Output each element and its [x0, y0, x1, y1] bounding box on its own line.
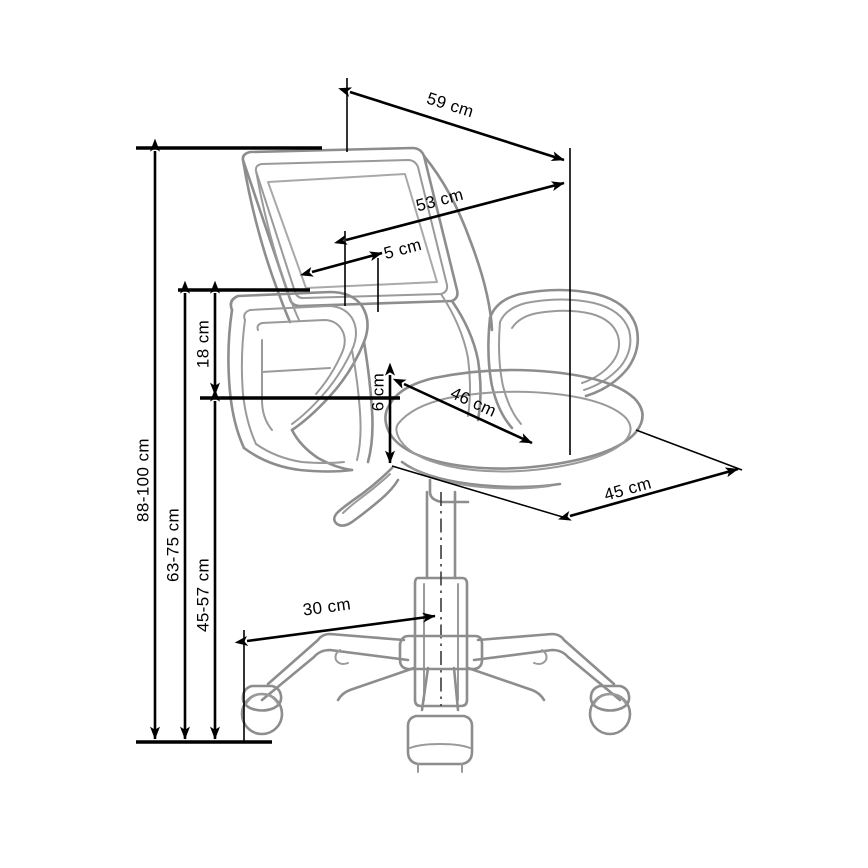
- right-armrest: [487, 288, 640, 430]
- dim-seat-depth: 45 cm: [391, 429, 743, 521]
- dim-backrest-gap: 5 cm: [300, 235, 424, 277]
- guide-depth-lower: [391, 465, 567, 519]
- dim-seat-thickness: 6 cm: [368, 362, 395, 464]
- dim-label-backrest-gap: 5 cm: [382, 235, 424, 263]
- dim-armrest-height: 18 cm: [193, 280, 220, 396]
- caster-front: [406, 714, 474, 773]
- caster-base: [240, 632, 632, 773]
- dim-label-seat-height: 45-57 cm: [193, 558, 212, 632]
- dimension-annotations: 59 cm 53 cm 5 cm 18: [133, 78, 743, 744]
- chair-illustration: [227, 146, 644, 773]
- dim-label-backrest-top-height: 63-75 cm: [163, 508, 182, 582]
- guide-depth-upper: [635, 429, 743, 471]
- dim-label-overall-width: 59 cm: [424, 89, 476, 122]
- dim-label-base-radius: 30 cm: [302, 594, 352, 619]
- left-armrest: [227, 290, 374, 473]
- dim-label-seat-thickness: 6 cm: [368, 373, 387, 411]
- dim-backrest-width: 53 cm: [334, 181, 565, 245]
- seat-pad: [384, 368, 644, 473]
- dim-seat-height: 45-57 cm: [193, 388, 220, 740]
- dim-label-total-height: 88-100 cm: [133, 438, 152, 522]
- dim-backrest-top-height: 63-75 cm: [163, 280, 190, 740]
- backrest-frame: [241, 146, 459, 308]
- dim-total-height: 88-100 cm: [133, 138, 160, 740]
- seat-mechanism: [332, 460, 562, 527]
- caster-left: [240, 684, 284, 736]
- caster-right: [588, 684, 632, 736]
- dim-label-armrest-height: 18 cm: [193, 320, 212, 368]
- gas-cylinder: [413, 490, 469, 708]
